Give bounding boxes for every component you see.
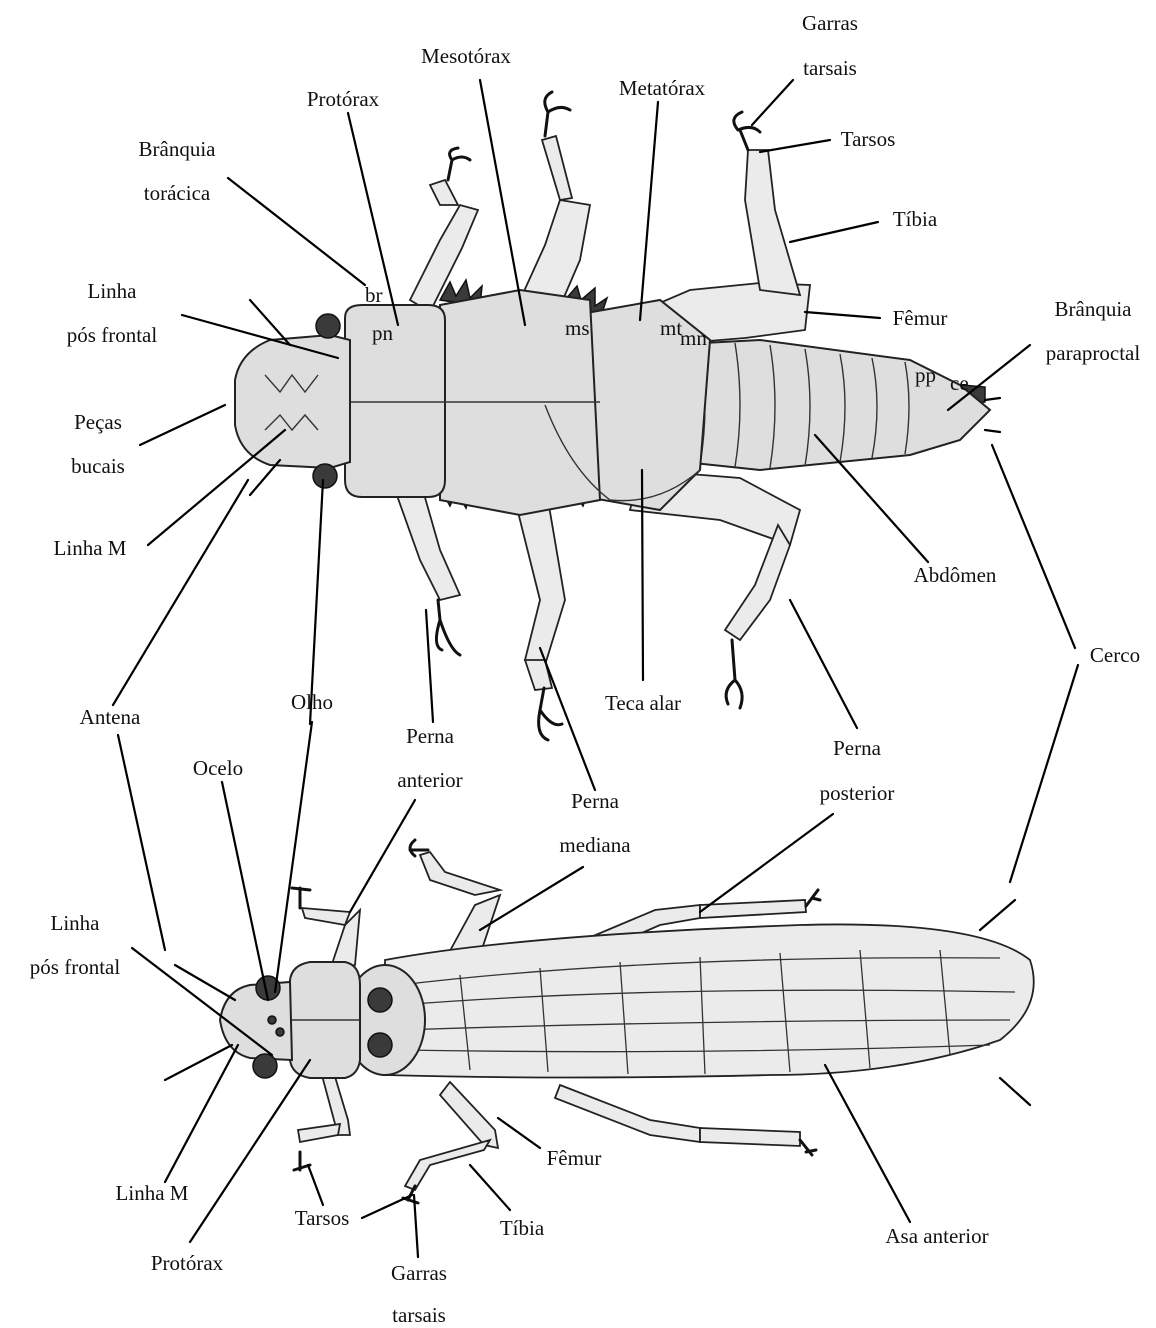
label-linha-m-bottom: Linha M [116, 1181, 189, 1205]
label-tibia-top: Tíbia [893, 207, 938, 231]
label-cerco: Cerco [1090, 643, 1140, 667]
label-linha-pos-frontal-bottom-1: Linha [51, 911, 101, 935]
label-perna-anterior-1: Perna [406, 724, 454, 748]
label-metatorax: Metatórax [619, 76, 706, 100]
leader-lines [113, 80, 1078, 1257]
label-perna-mediana-2: mediana [559, 833, 631, 857]
label-garras-tarsais-top-1: Garras [802, 11, 858, 35]
label-teca-alar: Teca alar [605, 691, 681, 715]
label-pecas-bucais-1: Peças [74, 410, 122, 434]
segment-mark-mn: mn [680, 326, 707, 350]
label-linha-pos-frontal-bottom-2: pós frontal [30, 955, 121, 979]
segment-mark-pn: pn [372, 321, 394, 345]
nymph-cercus [985, 398, 1000, 432]
label-femur-top: Fêmur [893, 306, 948, 330]
label-perna-posterior-2: posterior [820, 781, 895, 805]
label-branquia-toracica-2: torácica [144, 181, 211, 205]
label-protorax-bottom: Protórax [151, 1251, 224, 1275]
label-linha-m-top: Linha M [54, 536, 127, 560]
adult-forewing [385, 924, 1034, 1077]
nymph-eye [316, 314, 340, 338]
label-perna-anterior-2: anterior [397, 768, 462, 792]
label-olho: Olho [291, 690, 333, 714]
label-linha-pos-frontal-top-2: pós frontal [67, 323, 158, 347]
nymph-head [235, 335, 350, 468]
label-branquia-paraproctal-1: Brânquia [1055, 297, 1133, 321]
label-mesotorax: Mesotórax [421, 44, 511, 68]
label-garras-tarsais-bottom-1: Garras [391, 1261, 447, 1285]
label-tarsos-top: Tarsos [841, 127, 896, 151]
adult-ocellus [268, 1016, 276, 1024]
label-femur-bottom: Fêmur [547, 1146, 602, 1170]
label-abdomen: Abdômen [914, 563, 997, 587]
label-perna-posterior-1: Perna [833, 736, 881, 760]
label-perna-mediana-1: Perna [571, 789, 619, 813]
label-tarsos-bottom: Tarsos [295, 1206, 350, 1230]
label-ocelo: Ocelo [193, 756, 243, 780]
segment-mark-mt: mt [660, 316, 682, 340]
label-garras-tarsais-bottom-2: tarsais [392, 1303, 446, 1327]
segment-mark-pp: pp [915, 363, 936, 387]
label-pecas-bucais-2: bucais [71, 454, 125, 478]
label-protorax-top: Protórax [307, 87, 380, 111]
label-asa-anterior: Asa anterior [885, 1224, 988, 1248]
label-branquia-paraproctal-2: paraproctal [1046, 341, 1141, 365]
label-antena: Antena [80, 705, 141, 729]
label-tibia-bottom: Tíbia [500, 1216, 545, 1240]
segment-mark-ms: ms [565, 316, 590, 340]
label-branquia-toracica-1: Brânquia [139, 137, 217, 161]
segment-mark-ce: ce [950, 371, 969, 395]
nymph-pronotum [345, 305, 445, 497]
nymph-illustration: pn ms mt br ce pp mn [235, 92, 1000, 740]
adult-head [220, 982, 292, 1060]
segment-mark-br: br [365, 283, 383, 307]
label-linha-pos-frontal-top-1: Linha [88, 279, 138, 303]
label-garras-tarsais-top-2: tarsais [803, 56, 857, 80]
